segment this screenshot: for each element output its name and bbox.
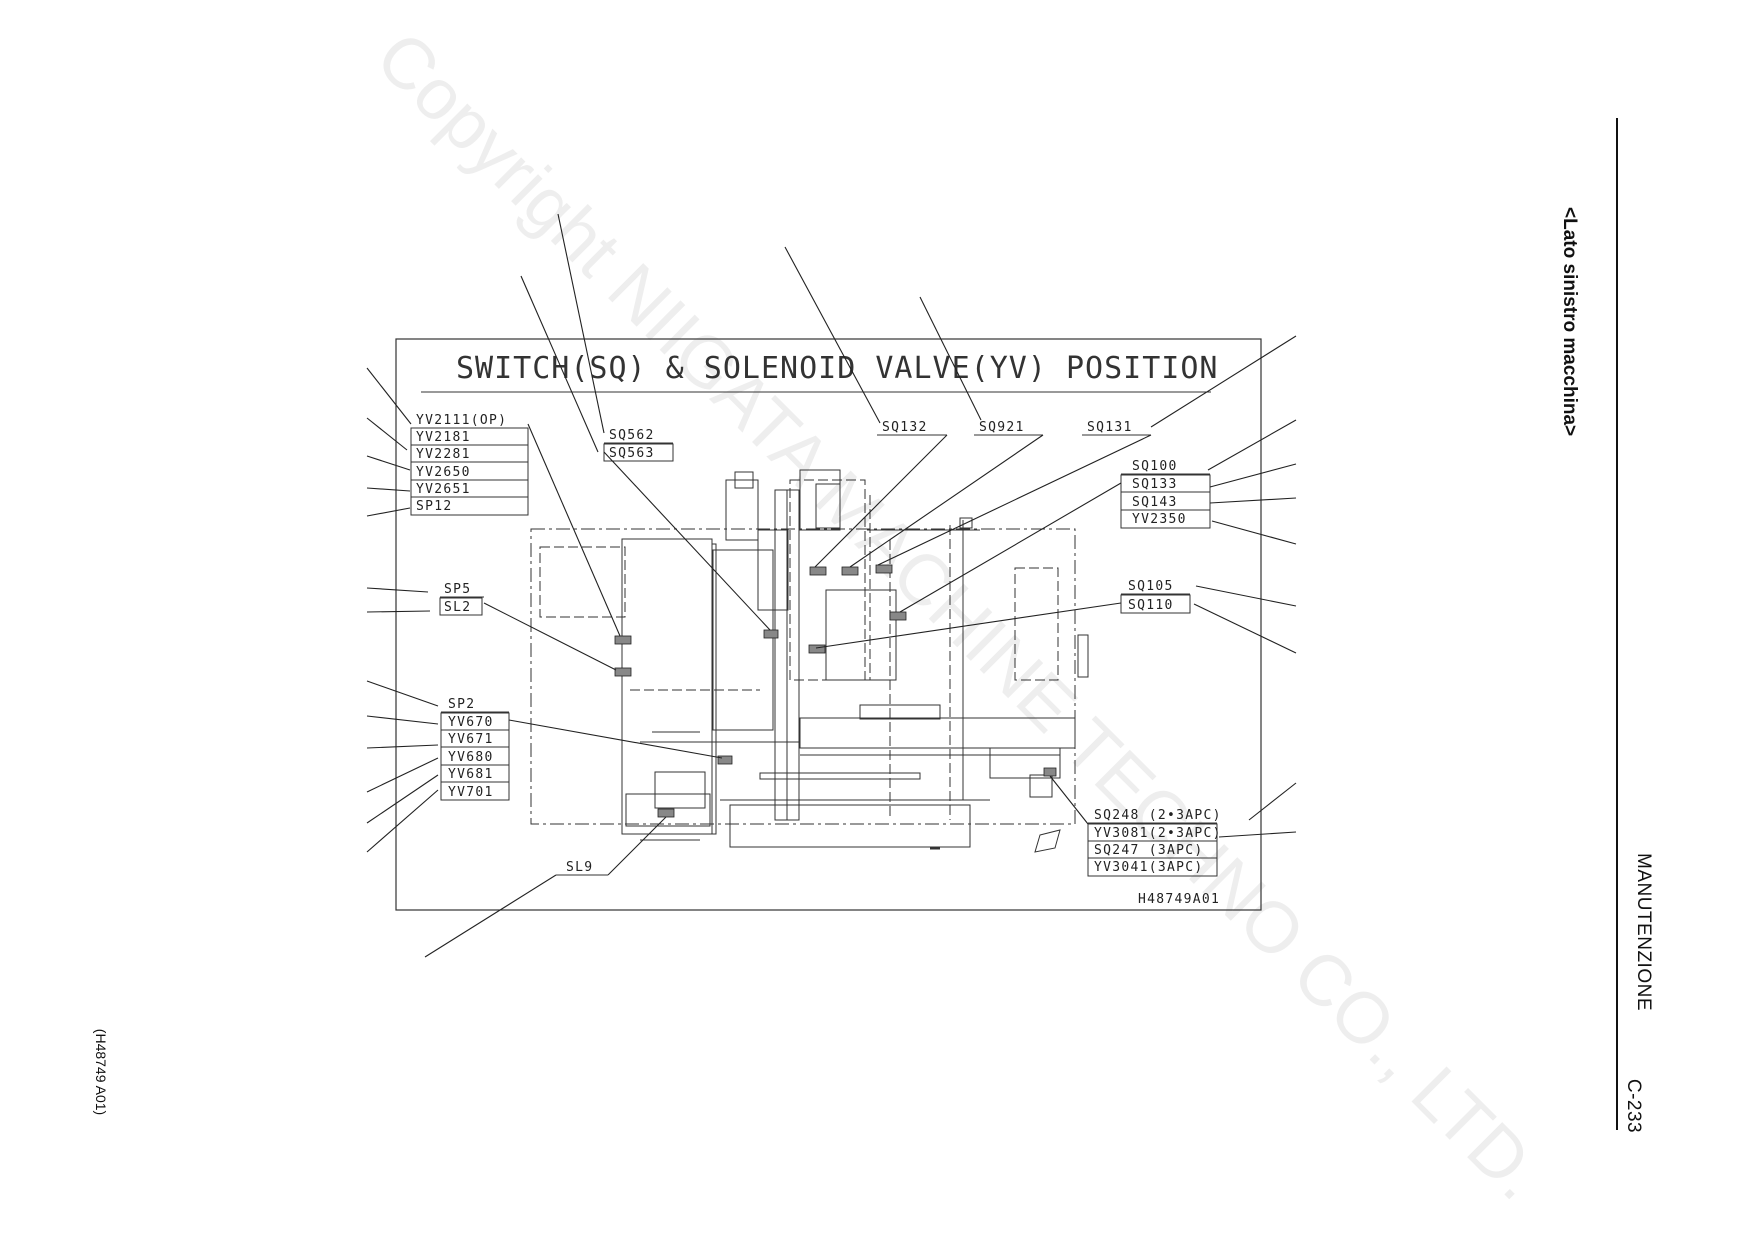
label-yv2651: YV2651 [416, 482, 471, 497]
label-yv670: YV670 [448, 715, 494, 730]
label-boxes [410, 427, 1218, 877]
label-sq105: SQ105 [1128, 579, 1174, 594]
label-sq100: SQ100 [1132, 459, 1178, 474]
label-yv701: YV701 [448, 785, 494, 800]
label-yv680: YV680 [448, 750, 494, 765]
label-sq143: SQ143 [1132, 495, 1178, 510]
label-yv2650: YV2650 [416, 465, 471, 480]
label-sq132: SQ132 [882, 420, 928, 435]
label-yv681: YV681 [448, 767, 494, 782]
label-yv671: YV671 [448, 732, 494, 747]
side-title: <Lato sinistro macchina> [1559, 207, 1580, 437]
machine-drawing [530, 469, 1089, 853]
page-number: C-233 [1623, 1078, 1644, 1134]
leader-lines [366, 213, 1297, 958]
label-sq921: SQ921 [979, 420, 1025, 435]
label-sq247: SQ247 (3APC) [1094, 843, 1204, 858]
diagram-frame [395, 338, 1262, 911]
label-yv2111: YV2111(OP) [416, 413, 507, 428]
label-sp12: SP12 [416, 499, 453, 514]
label-yv3081: YV3081(2•3APC) [1094, 826, 1222, 841]
label-yv2181: YV2181 [416, 430, 471, 445]
label-yv2281: YV2281 [416, 447, 471, 462]
label-sq131: SQ131 [1087, 420, 1133, 435]
section-title: MANUTENZIONE [1633, 853, 1654, 1011]
label-sl2: SL2 [444, 600, 471, 615]
label-sq562: SQ562 [609, 428, 655, 443]
component-markers [614, 564, 1057, 818]
label-sq110: SQ110 [1128, 598, 1174, 613]
label-sl9: SL9 [566, 860, 593, 875]
label-sq563: SQ563 [609, 446, 655, 461]
label-yv2350: YV2350 [1132, 512, 1187, 527]
label-yv3041: YV3041(3APC) [1094, 860, 1204, 875]
drawing-code: H48749A01 [1138, 892, 1220, 907]
label-sq133: SQ133 [1132, 477, 1178, 492]
label-sp2: SP2 [448, 697, 475, 712]
label-sq248: SQ248 (2•3APC) [1094, 808, 1222, 823]
figure-code: (H48749 A01) [93, 1028, 109, 1116]
diagram-title: SWITCH(SQ) & SOLENOID VALVE(YV) POSITION [456, 351, 1218, 386]
label-sp5: SP5 [444, 582, 471, 597]
